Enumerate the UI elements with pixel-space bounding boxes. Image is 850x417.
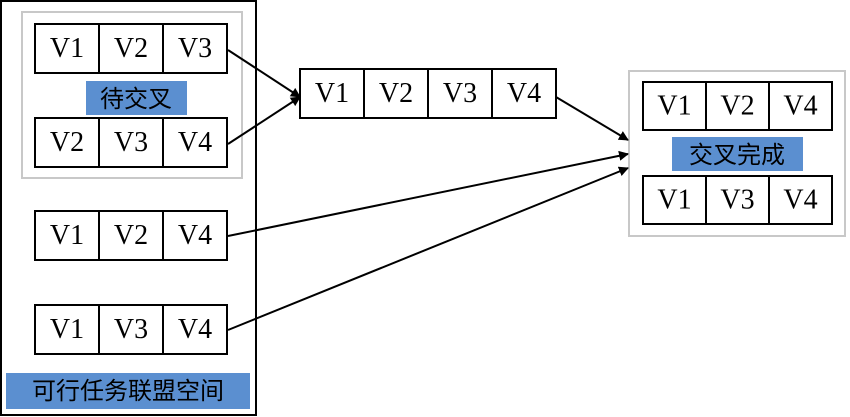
arrow-row-d-to-done <box>227 166 629 331</box>
v-cell-box <box>162 304 228 355</box>
v-cell-box <box>34 304 100 355</box>
v-cell-label: V4 <box>178 127 212 158</box>
v-cell-label: V1 <box>50 314 84 345</box>
arrow-merged-to-done <box>555 96 629 141</box>
v-cell-label: V3 <box>114 127 148 158</box>
v-cell-label: V1 <box>50 33 84 64</box>
done-row-f: V1 V3 V4 <box>642 175 833 225</box>
v-cell-label: V3 <box>720 185 754 216</box>
v-cell-label: V1 <box>315 78 349 109</box>
pending-label-bg <box>86 81 187 115</box>
v-cell-box <box>768 81 833 131</box>
v-cell-label: V2 <box>114 33 148 64</box>
v-cell-label: V4 <box>178 220 212 251</box>
done-row-e: V1 V2 V4 <box>642 81 833 131</box>
v-cell-label: V4 <box>783 91 817 122</box>
arrow-row-b-to-merged <box>227 96 301 145</box>
space-label: 可行任务联盟空间 <box>32 377 224 405</box>
v-cell-box <box>34 117 100 168</box>
pending-row-a: V1 V2 V3 <box>34 23 228 74</box>
v-cell-box <box>491 68 557 119</box>
v-cell-box <box>299 68 365 119</box>
v-cell-box <box>768 175 833 225</box>
arrow-row-a-to-merged <box>227 49 301 98</box>
coalition-row-c: V1 V2 V4 <box>34 210 228 261</box>
v-cell-label: V1 <box>50 220 84 251</box>
v-cell-label: V1 <box>657 185 691 216</box>
v-cell-box <box>162 210 228 261</box>
feasible-coalition-space-frame <box>0 0 257 416</box>
done-label-bg <box>672 137 803 171</box>
v-cell-box <box>705 175 770 225</box>
v-cell-label: V3 <box>443 78 477 109</box>
v-cell-label: V4 <box>507 78 541 109</box>
v-cell-box <box>162 23 228 74</box>
v-cell-box <box>98 304 164 355</box>
done-group-frame <box>628 70 846 237</box>
merged-row: V1 V2 V3 V4 <box>299 68 557 119</box>
v-cell-label: V2 <box>379 78 413 109</box>
v-cell-label: V3 <box>114 314 148 345</box>
v-cell-box <box>98 23 164 74</box>
v-cell-label: V2 <box>720 91 754 122</box>
v-cell-box <box>705 81 770 131</box>
pending-row-b: V2 V3 V4 <box>34 117 228 168</box>
v-cell-label: V2 <box>114 220 148 251</box>
done-label: 交叉完成 <box>689 141 785 169</box>
v-cell-label: V3 <box>178 33 212 64</box>
space-label-bg <box>6 373 250 409</box>
v-cell-label: V4 <box>178 314 212 345</box>
v-cell-label: V2 <box>50 127 84 158</box>
v-cell-label: V4 <box>783 185 817 216</box>
v-cell-box <box>34 23 100 74</box>
arrow-row-c-to-done <box>227 150 629 237</box>
v-cell-box <box>162 117 228 168</box>
pending-label: 待交叉 <box>100 85 172 113</box>
coalition-row-d: V1 V3 V4 <box>34 304 228 355</box>
pending-group-frame <box>21 11 243 179</box>
v-cell-label: V1 <box>657 91 691 122</box>
